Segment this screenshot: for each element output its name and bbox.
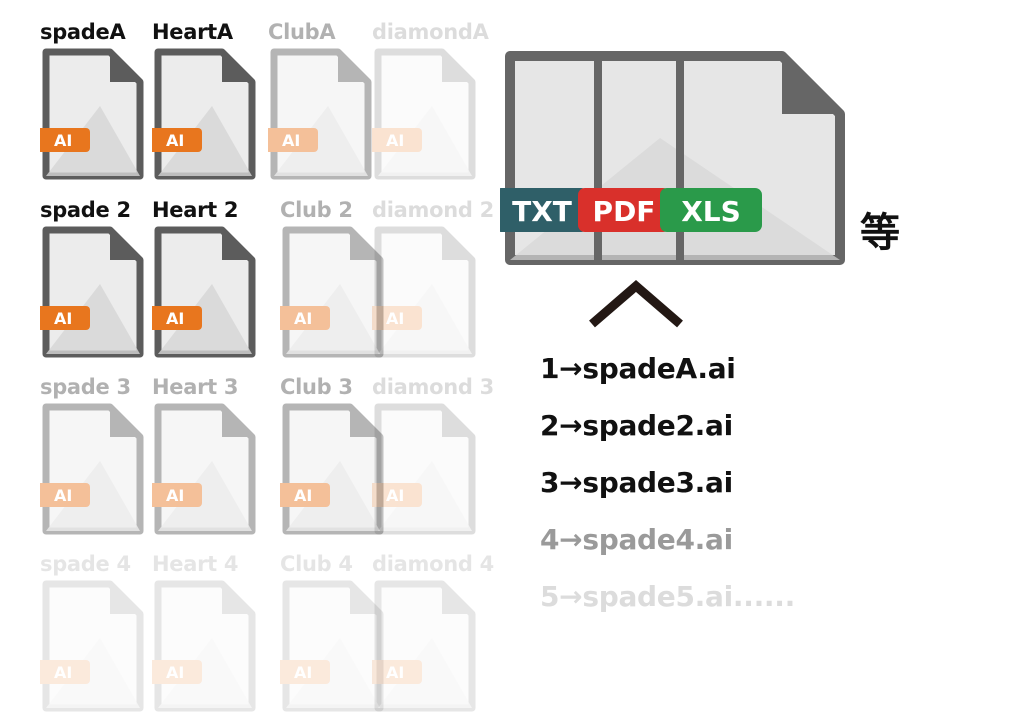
ai-badge xyxy=(372,128,422,152)
ai-file-icon: AI xyxy=(152,401,262,541)
mapping-item: 4→spade4.ai xyxy=(540,523,733,556)
file-label: ClubA xyxy=(268,20,336,44)
file-label: spade 3 xyxy=(40,375,131,399)
ai-badge xyxy=(268,128,318,152)
file-cell[interactable]: Club 3 AI xyxy=(280,375,390,550)
file-cell[interactable]: spade 2 AI xyxy=(40,198,150,373)
ai-badge-label: AI xyxy=(386,309,404,328)
ai-file-icon: AI xyxy=(372,401,482,541)
ai-badge-label: AI xyxy=(166,131,184,150)
file-label: diamond 4 xyxy=(372,552,494,576)
output-file-icon: TXT PDF XLS xyxy=(500,48,850,268)
mapping-item: 5→spade5.ai...... xyxy=(540,580,795,613)
ai-badge-label: AI xyxy=(166,663,184,682)
ai-badge xyxy=(40,128,90,152)
ai-badge-label: AI xyxy=(386,131,404,150)
ai-badge-label: AI xyxy=(282,131,300,150)
ai-badge xyxy=(152,128,202,152)
ai-badge xyxy=(40,483,90,507)
file-mapping-list: 1→spadeA.ai 2→spade2.ai 3→spade3.ai 4→sp… xyxy=(540,340,840,625)
file-label: Heart 2 xyxy=(152,198,239,222)
etc-suffix: 等 xyxy=(860,210,900,256)
ai-file-icon: AI xyxy=(268,46,378,186)
file-label: diamond 3 xyxy=(372,375,494,399)
ai-badge-label: AI xyxy=(386,663,404,682)
ai-badge xyxy=(280,483,330,507)
format-badges: TXT PDF XLS xyxy=(500,188,762,232)
ai-badge xyxy=(280,306,330,330)
ai-file-icon: AI xyxy=(152,224,262,364)
ai-file-icon: AI xyxy=(372,224,482,364)
ai-badge xyxy=(372,483,422,507)
mapping-item: 3→spade3.ai xyxy=(540,466,733,499)
ai-badge-label: AI xyxy=(294,486,312,505)
mapping-item: 2→spade2.ai xyxy=(540,409,733,442)
file-cell[interactable]: diamond 2 AI xyxy=(372,198,494,373)
ai-badge-label: AI xyxy=(166,486,184,505)
file-label: Club 3 xyxy=(280,375,353,399)
ai-file-icon: AI xyxy=(372,46,482,186)
ai-file-icon: AI xyxy=(40,578,150,718)
pdf-badge xyxy=(578,188,670,232)
file-label: diamondA xyxy=(372,20,489,44)
caret-up-icon xyxy=(588,280,684,328)
file-label: spade 4 xyxy=(40,552,131,576)
file-label: HeartA xyxy=(152,20,233,44)
file-label: Heart 3 xyxy=(152,375,239,399)
ai-badge-label: AI xyxy=(166,309,184,328)
file-cell[interactable]: ClubA AI xyxy=(268,20,378,195)
file-cell[interactable]: Heart 2 AI xyxy=(152,198,262,373)
ai-badge xyxy=(40,306,90,330)
file-cell[interactable]: diamond 3 AI xyxy=(372,375,494,550)
ai-badge-label: AI xyxy=(294,663,312,682)
file-label: Club 4 xyxy=(280,552,353,576)
ai-badge-label: AI xyxy=(54,486,72,505)
file-cell[interactable]: diamondA AI xyxy=(372,20,489,195)
ai-file-icon: AI xyxy=(372,578,482,718)
txt-label: TXT xyxy=(512,195,572,228)
ai-badge-label: AI xyxy=(54,309,72,328)
file-label: Heart 4 xyxy=(152,552,239,576)
file-label: spade 2 xyxy=(40,198,131,222)
file-cell[interactable]: Heart 3 AI xyxy=(152,375,262,550)
file-cell[interactable]: Club 2 AI xyxy=(280,198,390,373)
file-cell[interactable]: spadeA AI xyxy=(40,20,150,195)
file-cell[interactable]: spade 3 AI xyxy=(40,375,150,550)
txt-badge xyxy=(500,188,588,232)
file-label: diamond 2 xyxy=(372,198,494,222)
ai-badge xyxy=(152,483,202,507)
ai-badge xyxy=(152,306,202,330)
ai-badge xyxy=(372,306,422,330)
file-cell[interactable]: HeartA AI xyxy=(152,20,262,195)
ai-file-icon: AI xyxy=(280,224,390,364)
xls-badge xyxy=(660,188,762,232)
pdf-label: PDF xyxy=(593,195,656,228)
ai-file-icon: AI xyxy=(40,46,150,186)
xls-label: XLS xyxy=(681,195,741,228)
file-label: Club 2 xyxy=(280,198,353,222)
ai-file-icon: AI xyxy=(40,224,150,364)
ai-badge-label: AI xyxy=(54,663,72,682)
ai-badge-label: AI xyxy=(294,309,312,328)
file-label: spadeA xyxy=(40,20,126,44)
ai-badge-label: AI xyxy=(54,131,72,150)
ai-file-icon: AI xyxy=(152,578,262,718)
mapping-item: 1→spadeA.ai xyxy=(540,352,736,385)
ai-file-icon: AI xyxy=(152,46,262,186)
ai-badge-label: AI xyxy=(386,486,404,505)
ai-file-icon: AI xyxy=(280,401,390,541)
ai-file-icon: AI xyxy=(40,401,150,541)
